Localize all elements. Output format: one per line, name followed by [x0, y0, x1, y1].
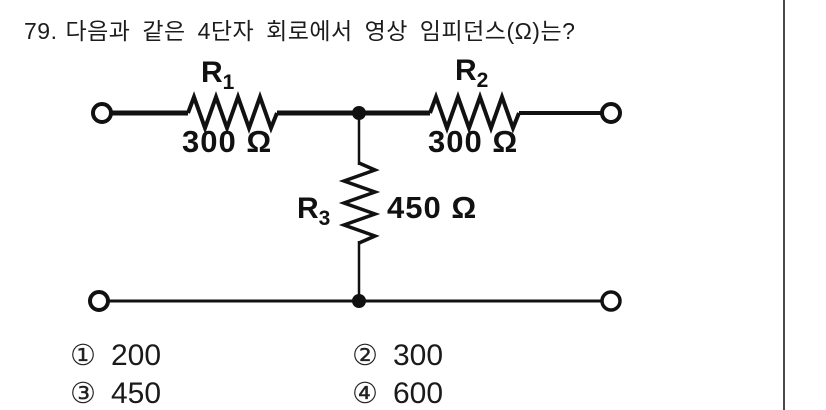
question-title: 79. 다음과 같은 4단자 회로에서 영상 임피던스(Ω)는?	[24, 12, 575, 46]
resistor-r3-label: R3	[297, 192, 331, 230]
choice-4-marker: ④	[352, 378, 378, 410]
choice-4-value: 600	[393, 377, 444, 410]
resistor-r1-zigzag	[186, 91, 279, 134]
choice-option-3: ③ 450	[70, 376, 161, 410]
choice-2-marker: ②	[352, 340, 378, 372]
question-number: 79.	[24, 18, 58, 44]
choice-3-value: 450	[111, 377, 162, 410]
column-divider-line	[783, 0, 785, 410]
choice-1-marker: ①	[70, 340, 96, 372]
resistor-r2-label: R2	[455, 54, 489, 92]
terminal-bottom-left	[88, 290, 110, 312]
resistor-r2-value: 300 Ω	[428, 124, 519, 159]
choice-option-2: ② 300	[352, 338, 443, 373]
terminal-top-right	[600, 102, 622, 124]
terminal-bottom-right	[600, 290, 622, 312]
choice-3-marker: ③	[70, 378, 96, 410]
terminal-top-left	[91, 102, 113, 124]
resistor-r1-label: R1	[201, 56, 235, 94]
junction-bottom	[352, 294, 366, 308]
choice-option-4: ④ 600	[352, 376, 443, 410]
resistor-r3-value: 450 Ω	[387, 190, 478, 225]
question-text: 다음과 같은 4단자 회로에서 영상 임피던스(Ω)는?	[65, 18, 576, 44]
resistor-r2-zigzag	[428, 91, 521, 134]
choice-2-value: 300	[393, 339, 444, 372]
resistor-r1-value: 300 Ω	[182, 124, 273, 159]
choice-1-value: 200	[111, 339, 162, 372]
choice-option-1: ① 200	[70, 338, 161, 373]
resistor-r3-zigzag	[338, 161, 381, 245]
